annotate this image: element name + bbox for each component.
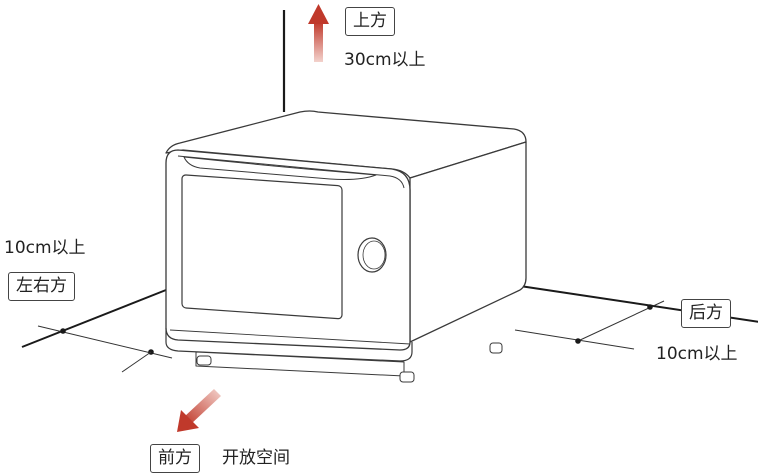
- front-direction-label: 前方: [150, 444, 200, 473]
- oven-illustration: [165, 110, 527, 383]
- top-direction-label: 上方: [345, 7, 395, 36]
- left-dimension-dot-outer: [60, 328, 66, 334]
- up-arrow-icon: [308, 4, 329, 62]
- back-dimension-dot-near: [575, 338, 581, 344]
- forward-arrow-icon: [177, 389, 221, 432]
- back-distance-label: 10cm以上: [656, 344, 738, 364]
- back-dimension-extension: [514, 329, 635, 350]
- front-note-label: 开放空间: [222, 448, 290, 468]
- left-floor-line: [21, 289, 167, 348]
- side-direction-label: 左右方: [8, 272, 75, 301]
- side-distance-label: 10cm以上: [4, 238, 86, 258]
- top-distance-label: 30cm以上: [344, 50, 426, 70]
- back-dimension-dot-far: [647, 304, 653, 310]
- left-dimension-tick: [121, 351, 152, 373]
- back-direction-label: 后方: [681, 299, 731, 328]
